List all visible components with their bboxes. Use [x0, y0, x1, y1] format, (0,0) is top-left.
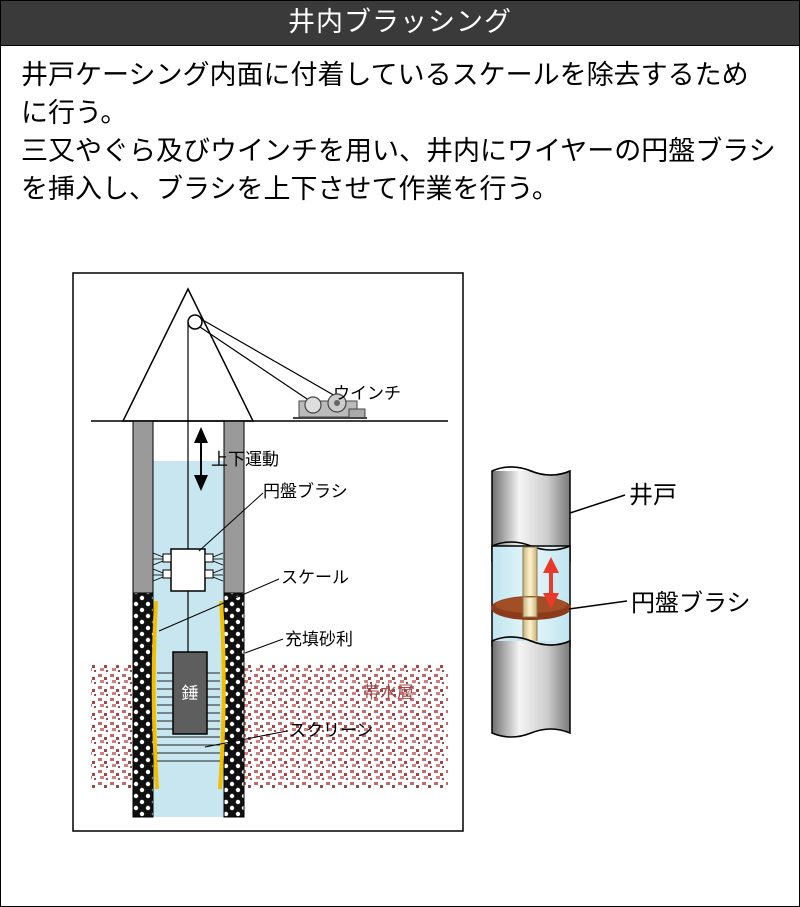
up-down-arrow-red-icon	[543, 557, 559, 609]
weight-block	[172, 651, 208, 735]
screen-label: スクリーン	[289, 721, 373, 740]
pulley-icon	[187, 314, 203, 330]
brush-rod	[522, 546, 538, 646]
brush-leader-line	[198, 492, 264, 552]
casing-right-upper	[223, 420, 245, 594]
well-leader-line	[569, 494, 626, 514]
closeup-brush-label: 円盤ブラシ	[631, 590, 751, 617]
aquifer-label: 帯水層	[363, 683, 414, 702]
description-line: 三又やぐら及びウインチを用い、井内にワイヤーの円盤ブラシ	[21, 136, 776, 167]
motion-label: 上下運動	[211, 450, 279, 469]
description-line: を挿入し、ブラシを上下させて作業を行う。	[21, 174, 559, 205]
scale-deposit-right	[218, 600, 226, 790]
pipe-lower	[491, 636, 571, 738]
screen-leader-line	[204, 730, 288, 748]
description: 井戸ケーシング内面に付着しているスケールを除去するため に行う。 三又やぐら及び…	[21, 57, 791, 209]
page-title: 井内ブラッシング	[1, 1, 799, 46]
closeup-brush-leader-line	[568, 600, 628, 610]
wire-to-winch	[200, 318, 338, 398]
scale-deposit-left	[151, 600, 159, 790]
up-down-arrow-icon	[194, 427, 208, 491]
gravel-leader-line	[244, 638, 284, 654]
gravel-label: 充填砂利	[285, 630, 353, 649]
brush-label: 円盤ブラシ	[263, 481, 348, 501]
scale-leader-line	[158, 578, 280, 632]
well-diagram: 帯水層	[72, 272, 464, 832]
winch-label: ウインチ	[333, 384, 401, 403]
description-line: 井戸ケーシング内面に付着しているスケールを除去するため	[21, 60, 749, 91]
scale-label: スケール	[281, 568, 349, 587]
casing-left-upper	[132, 420, 154, 594]
description-line: に行う。	[21, 98, 128, 129]
well-label: 井戸	[629, 482, 677, 509]
wire-to-winch-lower	[199, 326, 314, 404]
winch-icon	[293, 393, 367, 419]
gravel-pack-right	[223, 592, 245, 818]
closeup-diagram: 井戸 円盤ブラシ	[491, 466, 751, 738]
gravel-pack-left	[132, 592, 154, 818]
disc-brush	[152, 548, 224, 592]
weight-label: 錘	[182, 684, 199, 703]
